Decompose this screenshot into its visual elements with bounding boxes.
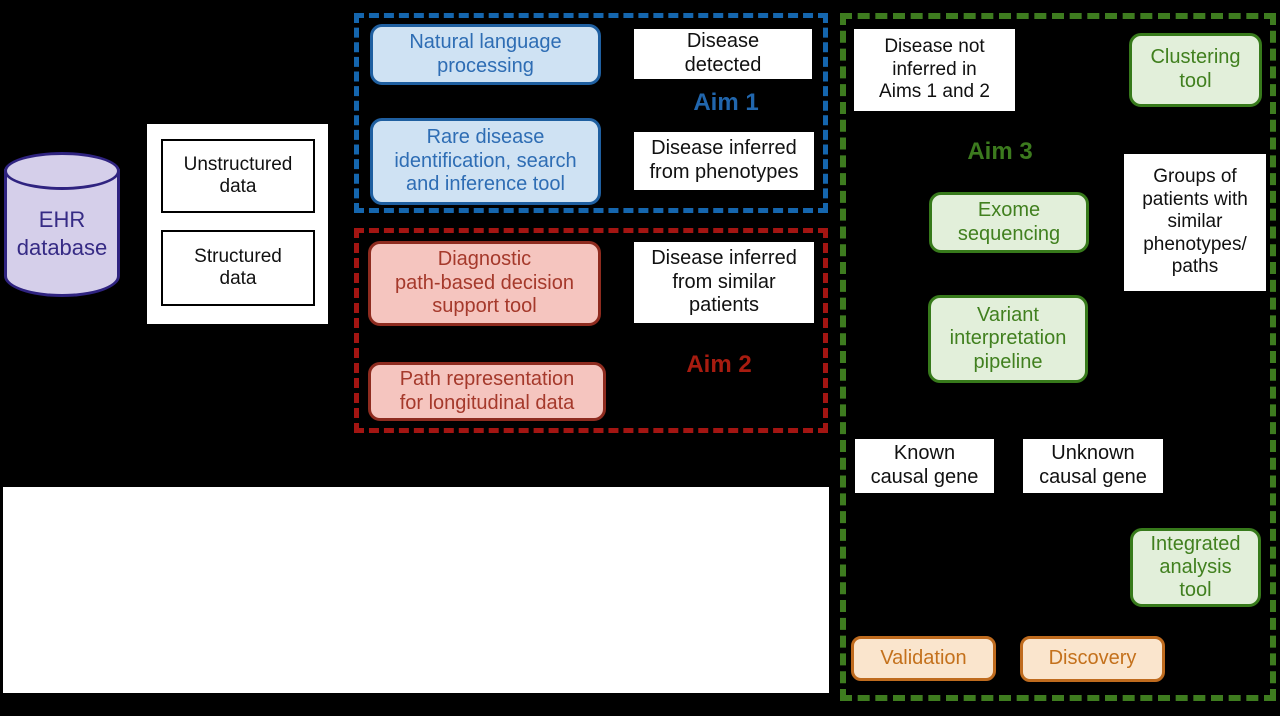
aim1-group-border — [354, 13, 828, 213]
known-causal-gene-box: Known causal gene — [853, 437, 996, 495]
database-cylinder-top — [4, 152, 120, 190]
structured-data-box: Structured data — [161, 230, 315, 306]
clustering-tool-box: Clustering tool — [1129, 33, 1262, 107]
validation-box: Validation — [851, 636, 996, 681]
diagnostic-tool-box: Diagnostic path-based decision support t… — [368, 241, 601, 326]
unknown-causal-gene-box: Unknown causal gene — [1021, 437, 1165, 495]
ehr-database-label: EHR database — [16, 207, 108, 260]
aim2-group-border — [354, 228, 828, 433]
exome-sequencing-box: Exome sequencing — [929, 192, 1089, 253]
rare-disease-tool-box: Rare disease identification, search and … — [370, 118, 601, 205]
disease-inferred-similar-box: Disease inferred from similar patients — [632, 240, 816, 325]
disease-detected-box: Disease detected — [632, 27, 814, 81]
disease-not-inferred-box: Disease not inferred in Aims 1 and 2 — [852, 27, 1017, 113]
discovery-box: Discovery — [1020, 636, 1165, 682]
aim3-label: Aim 3 — [967, 138, 1033, 165]
disease-inferred-phenotypes-box: Disease inferred from phenotypes — [632, 130, 816, 192]
aim1-label: Aim 1 — [693, 89, 759, 116]
path-representation-box: Path representation for longitudinal dat… — [368, 362, 606, 421]
variant-pipeline-box: Variant interpretation pipeline — [928, 295, 1088, 383]
database-cylinder-body — [4, 169, 120, 297]
unstructured-data-box: Unstructured data — [161, 139, 315, 213]
groups-of-patients-box: Groups of patients with similar phenotyp… — [1122, 152, 1268, 293]
integrated-analysis-tool-box: Integrated analysis tool — [1130, 528, 1261, 607]
caption-area — [3, 487, 829, 693]
nlp-box: Natural language processing — [370, 24, 601, 85]
database-icon: EHR database — [4, 152, 120, 298]
aim2-label: Aim 2 — [686, 351, 752, 378]
aim3-group-border — [840, 13, 1276, 701]
